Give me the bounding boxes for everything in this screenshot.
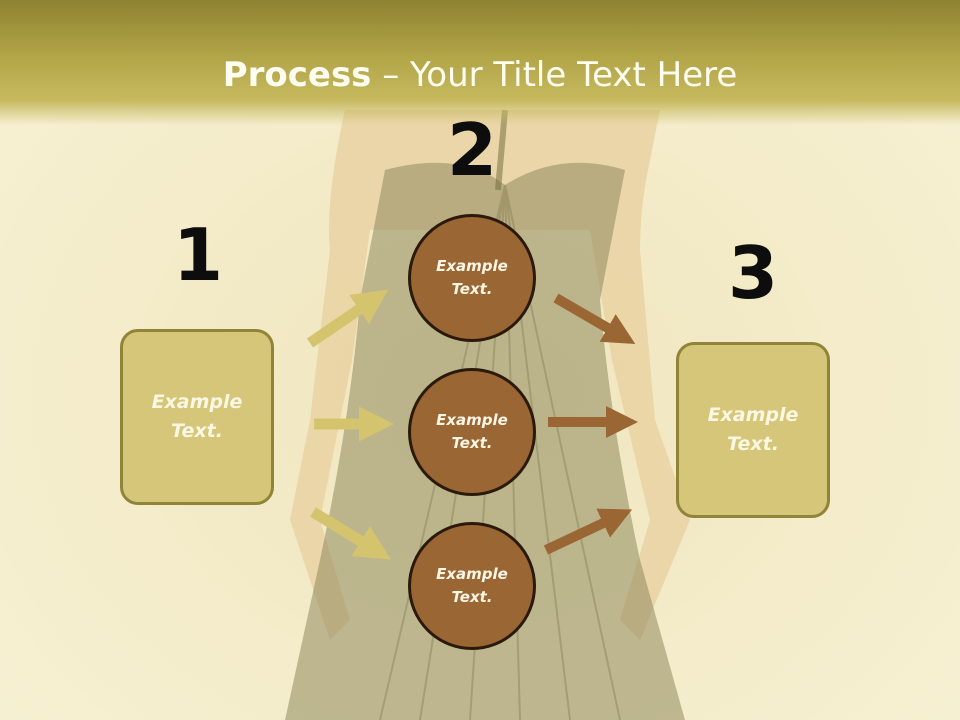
step-number-1: 1 (172, 213, 224, 297)
left-text-box: Example Text. (120, 329, 274, 505)
slide-title: Process – Your Title Text Here (0, 52, 960, 98)
step-number-2: 2 (446, 108, 498, 192)
step-number-3: 3 (727, 231, 779, 315)
circle-middle: Example Text. (408, 368, 536, 496)
arrow-right-down (553, 293, 636, 345)
arrow-left-up (306, 289, 389, 348)
arrow-right-up (543, 508, 633, 555)
title-band (0, 0, 960, 125)
title-rest: – Your Title Text Here (371, 55, 738, 95)
title-bold: Process (222, 55, 372, 95)
arrow-left-down (310, 507, 391, 560)
circle-bottom: Example Text. (408, 522, 536, 650)
circle-top: Example Text. (408, 214, 536, 342)
right-text-box: Example Text. (676, 342, 830, 518)
